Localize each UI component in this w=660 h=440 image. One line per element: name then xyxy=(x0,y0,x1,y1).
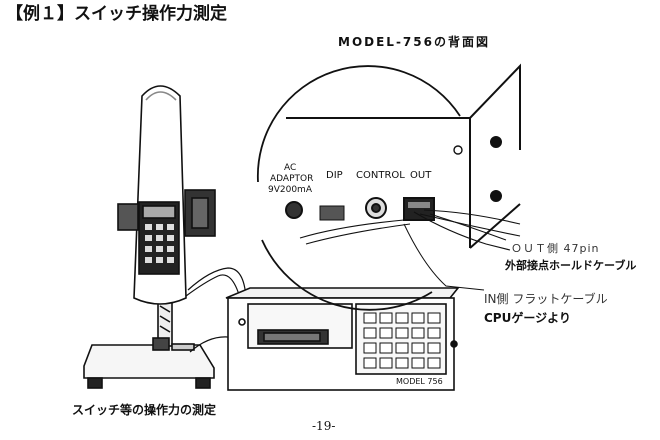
callout-out-cable: 外部接点ホールドケーブル xyxy=(505,259,637,272)
model-plate-label: MODEL 756 xyxy=(396,377,443,386)
callout-out-side: ＯＵＴ側 47pin xyxy=(511,242,600,255)
gauge-stand xyxy=(83,85,216,389)
out-label: OUT xyxy=(410,170,432,181)
figure-subtitle: MODEL-756の背面図 xyxy=(338,35,490,49)
dip-label: DIP xyxy=(326,170,343,181)
rear-view-inset xyxy=(256,63,521,311)
ac-label-1: AC xyxy=(284,163,296,173)
page-heading: 【例１】スイッチ操作力測定 xyxy=(6,4,227,24)
page-number: -19- xyxy=(312,419,336,433)
rear-cables xyxy=(299,209,521,291)
model-756-unit xyxy=(225,287,460,391)
ac-label-3: 9V200mA xyxy=(268,185,313,195)
figure-caption: スイッチ等の操作力の測定 xyxy=(72,403,217,417)
ac-label-2: ADAPTOR xyxy=(270,174,313,184)
control-label: CONTROL xyxy=(356,170,405,181)
callout-in-side: IN側 フラットケーブル xyxy=(484,292,608,306)
callout-in-source: CPUゲージより xyxy=(484,311,571,325)
